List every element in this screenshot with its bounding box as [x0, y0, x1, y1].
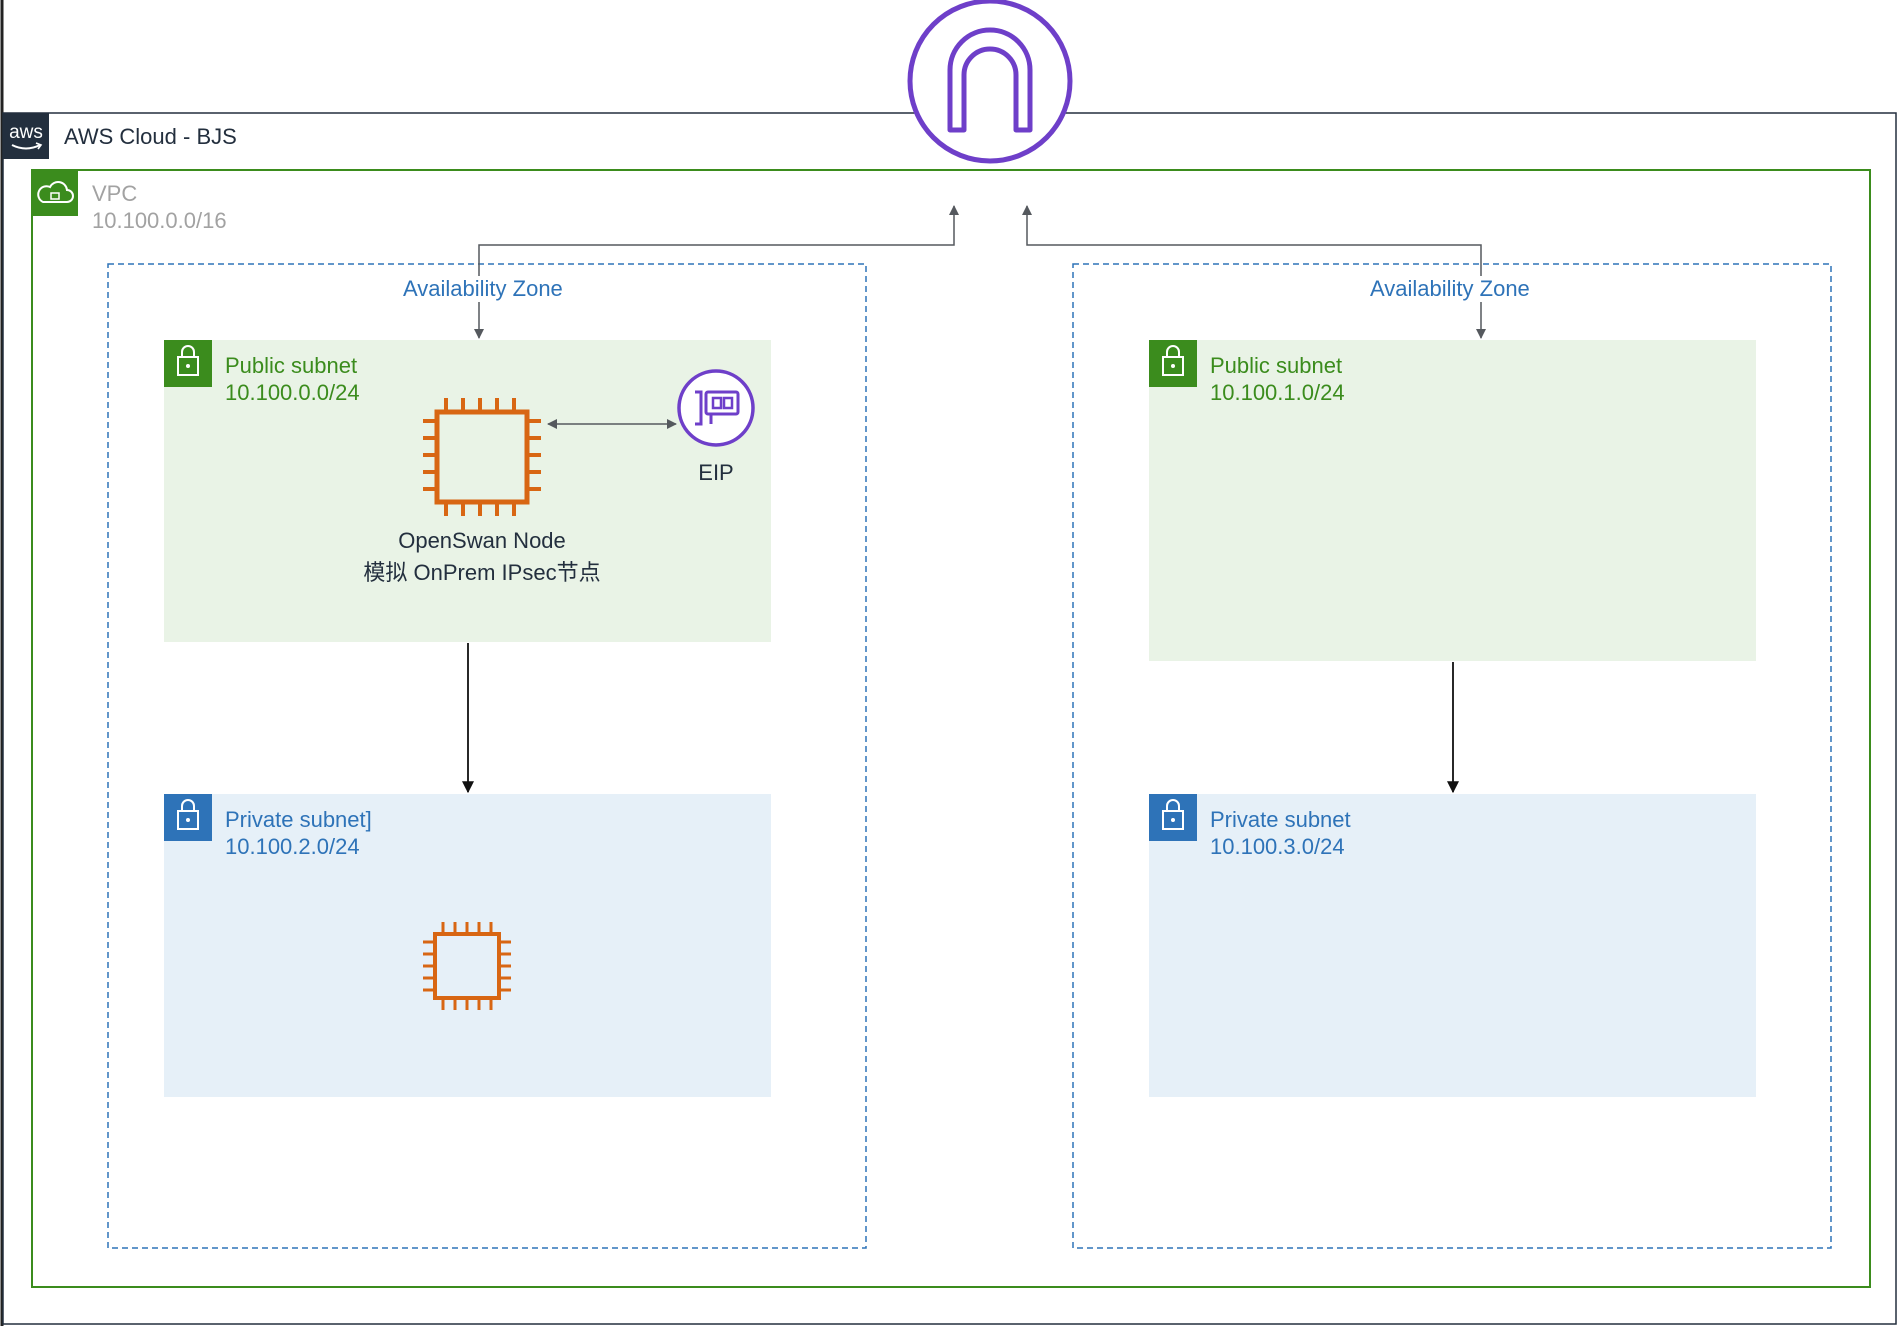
eip-label: EIP [698, 460, 734, 485]
private-subnet-b [1149, 794, 1756, 1097]
gateway-arch-icon [907, 0, 1073, 164]
public-subnet-a-label: Public subnet [225, 353, 358, 378]
vpc-cidr: 10.100.0.0/16 [92, 208, 227, 233]
vpc-cloud-icon [32, 170, 78, 216]
lock-icon [1149, 794, 1197, 841]
private-subnet-a-label: Private subnet] [225, 807, 372, 832]
public-subnet-b-cidr: 10.100.1.0/24 [1210, 380, 1345, 405]
public-subnet-b [1149, 340, 1756, 661]
availability-zone-a [107, 263, 867, 1249]
private-subnet-b-cidr: 10.100.3.0/24 [1210, 834, 1345, 859]
private-subnet-a-cidr: 10.100.2.0/24 [225, 834, 360, 859]
svg-text:aws: aws [9, 122, 43, 143]
network-interface-icon [677, 369, 755, 447]
availability-zone-b [1072, 263, 1832, 1249]
chip-icon [423, 922, 511, 1010]
public-subnet-b-label: Public subnet [1210, 353, 1343, 378]
public-subnet-a [164, 340, 771, 642]
availability-zone-a-label: Availability Zone [403, 276, 563, 302]
aws-cloud-group [2, 112, 1897, 1325]
aws-logo-icon: aws [3, 113, 49, 159]
lock-icon [1149, 340, 1197, 387]
private-subnet-a [164, 794, 771, 1097]
aws-cloud-label: AWS Cloud - BJS [64, 124, 237, 149]
openswan-node-label: OpenSwan Node [398, 528, 566, 553]
lock-icon [164, 794, 212, 841]
connector-gateway-public-a [474, 205, 959, 339]
public-subnet-a-cidr: 10.100.0.0/24 [225, 380, 360, 405]
connector-gateway-public-b [1022, 205, 1486, 339]
vpc-label: VPC [92, 181, 138, 206]
chip-icon [423, 398, 541, 516]
openswan-node-sublabel: 模拟 OnPrem IPsec节点 [363, 560, 601, 585]
availability-zone-b-label: Availability Zone [1370, 276, 1530, 302]
private-subnet-b-label: Private subnet [1210, 807, 1351, 832]
lock-icon [164, 340, 212, 387]
vpc-group [31, 169, 1871, 1288]
